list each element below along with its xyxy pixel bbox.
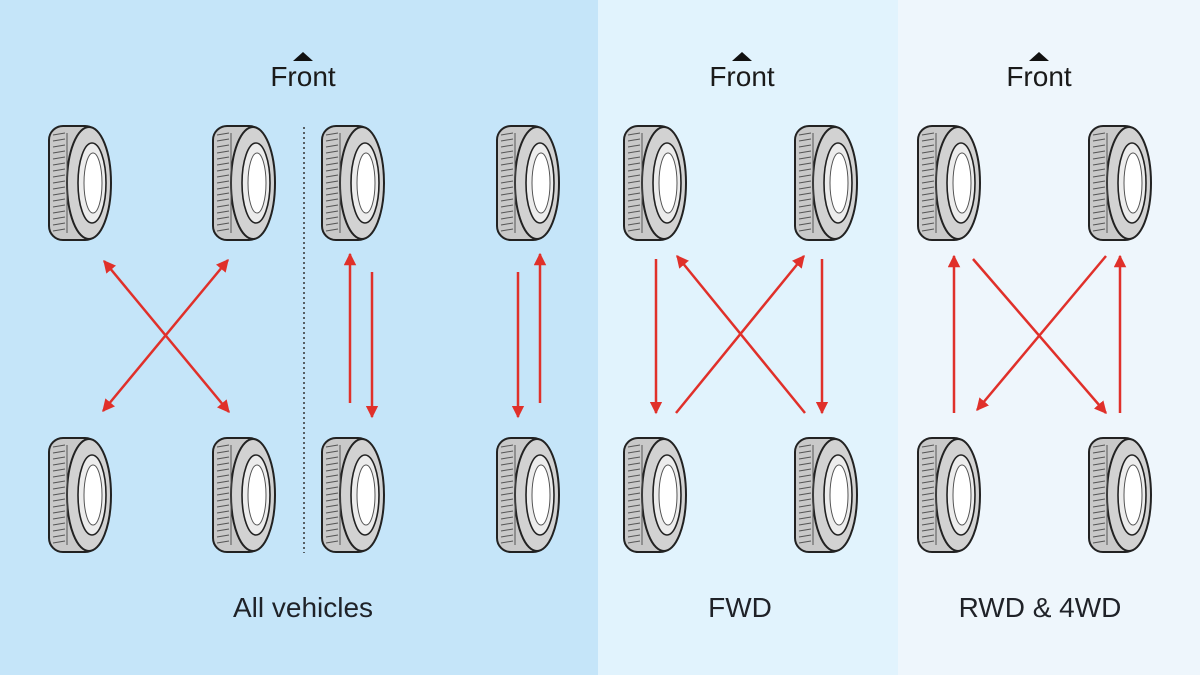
caption-rwd-4wd: RWD & 4WD [958,592,1122,623]
tire-icon [496,437,560,553]
tire-icon [623,437,687,553]
front-indicator-rwd: Front [979,52,1099,91]
caption-fwd: FWD [708,592,772,623]
panel-all-vehicles [0,0,598,675]
front-indicator-all: Front [243,52,363,91]
caption-all-vehicles: All vehicles [232,592,374,623]
tire-icon [496,125,560,241]
tire-icon [794,125,858,241]
tire-icon [321,125,385,241]
tire-icon [321,437,385,553]
tire-icon [48,125,112,241]
front-indicator-fwd: Front [682,52,802,91]
front-caret-icon [1029,52,1049,61]
rotation-arrow-icon [676,255,806,414]
tires-group [48,125,1152,553]
rotation-arrow-icon [976,255,1107,411]
panel-fwd [598,0,898,675]
tire-icon [623,125,687,241]
tire-icon [1088,125,1152,241]
front-label-fwd: Front [709,61,775,92]
tire-icon [48,437,112,553]
front-label-rwd: Front [1006,61,1072,92]
tire-icon [917,125,981,241]
tire-icon [212,125,276,241]
front-caret-icon [293,52,313,61]
front-label-all: Front [270,61,336,92]
tire-icon [917,437,981,553]
panel-rwd-4wd [898,0,1200,675]
tire-icon [1088,437,1152,553]
tire-icon [794,437,858,553]
tire-icon [212,437,276,553]
arrows-group [102,252,1127,419]
rotation-arrow-icon [103,260,230,413]
front-caret-icon [732,52,752,61]
